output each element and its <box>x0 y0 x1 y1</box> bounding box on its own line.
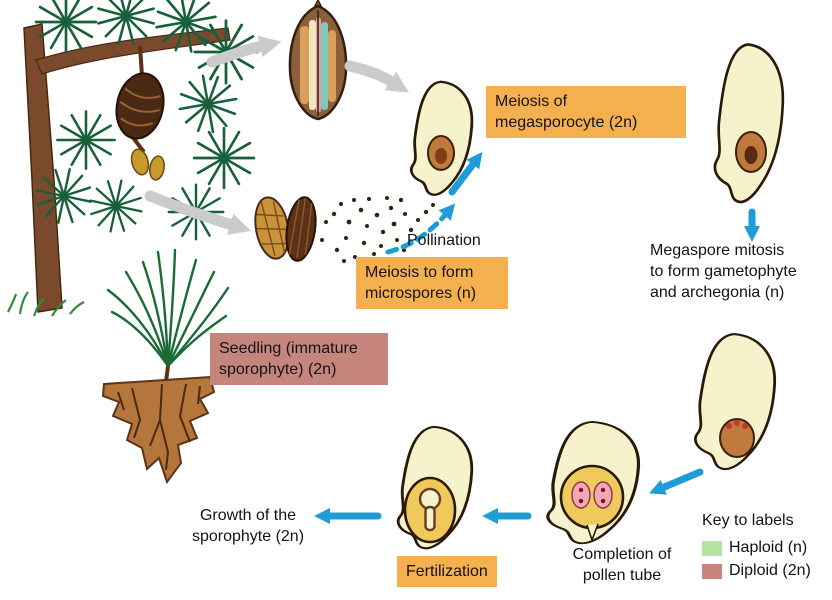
stage-label-meiosis-megasporocyte: Meiosis of megasporocyte (2n) <box>486 86 686 139</box>
seed-cone-icon <box>115 72 165 140</box>
stage-label-megaspore-mitosis: Megaspore mitosis to form gametophyte an… <box>650 242 797 302</box>
stage-label-pollination: Pollination <box>407 232 481 249</box>
pollination-arrow <box>385 203 456 255</box>
cycle-arrows <box>314 151 760 524</box>
key-entry-haploid: Haploid (n) <box>702 539 811 557</box>
key-entry-diploid: Diploid (2n) <box>702 562 811 580</box>
stage-label-meiosis-microspores: Meiosis to form microspores (n) <box>356 257 508 310</box>
derivation-arrows <box>144 35 409 235</box>
stage-label-completion-pollen-tube: Completion of pollen tube <box>572 546 672 585</box>
pollen-cones-illustration <box>254 196 317 262</box>
stage-label-fertilization: Fertilization <box>397 556 497 588</box>
tree-to-cone-arrow <box>206 35 282 68</box>
diploid-swatch-icon <box>702 563 722 579</box>
haploid-swatch-icon <box>702 540 722 556</box>
pollen-grains <box>320 196 435 266</box>
archegonia-to-pollen-tube-arrow <box>649 468 704 495</box>
cone-section-illustration <box>288 0 348 121</box>
stage-label-growth-sporophyte: Growth of the sporophyte (2n) <box>191 507 305 546</box>
key-to-labels: Key to labels Haploid (n) Diploid (2n) <box>702 512 811 585</box>
cone-to-ovule-arrow <box>344 60 409 93</box>
stage-label-seedling: Seedling (immature sporophyte) (2n) <box>210 333 388 386</box>
ovule-pollen-tube <box>546 420 641 545</box>
tree-to-pollen-cone-arrow <box>144 190 252 235</box>
ovule-archegonia <box>694 332 777 471</box>
key-title: Key to labels <box>702 512 794 529</box>
ovule-megaspore-mitosis <box>713 43 785 204</box>
seedling-illustration <box>101 248 230 485</box>
key-entry-label: Haploid (n) <box>729 539 808 556</box>
ovule-megasporocyte <box>409 80 474 197</box>
key-entry-label: Diploid (2n) <box>729 562 811 579</box>
ovule-up-arrow <box>448 151 483 196</box>
pine-tree-illustration <box>7 0 259 317</box>
ovule-fertilization <box>396 425 474 550</box>
